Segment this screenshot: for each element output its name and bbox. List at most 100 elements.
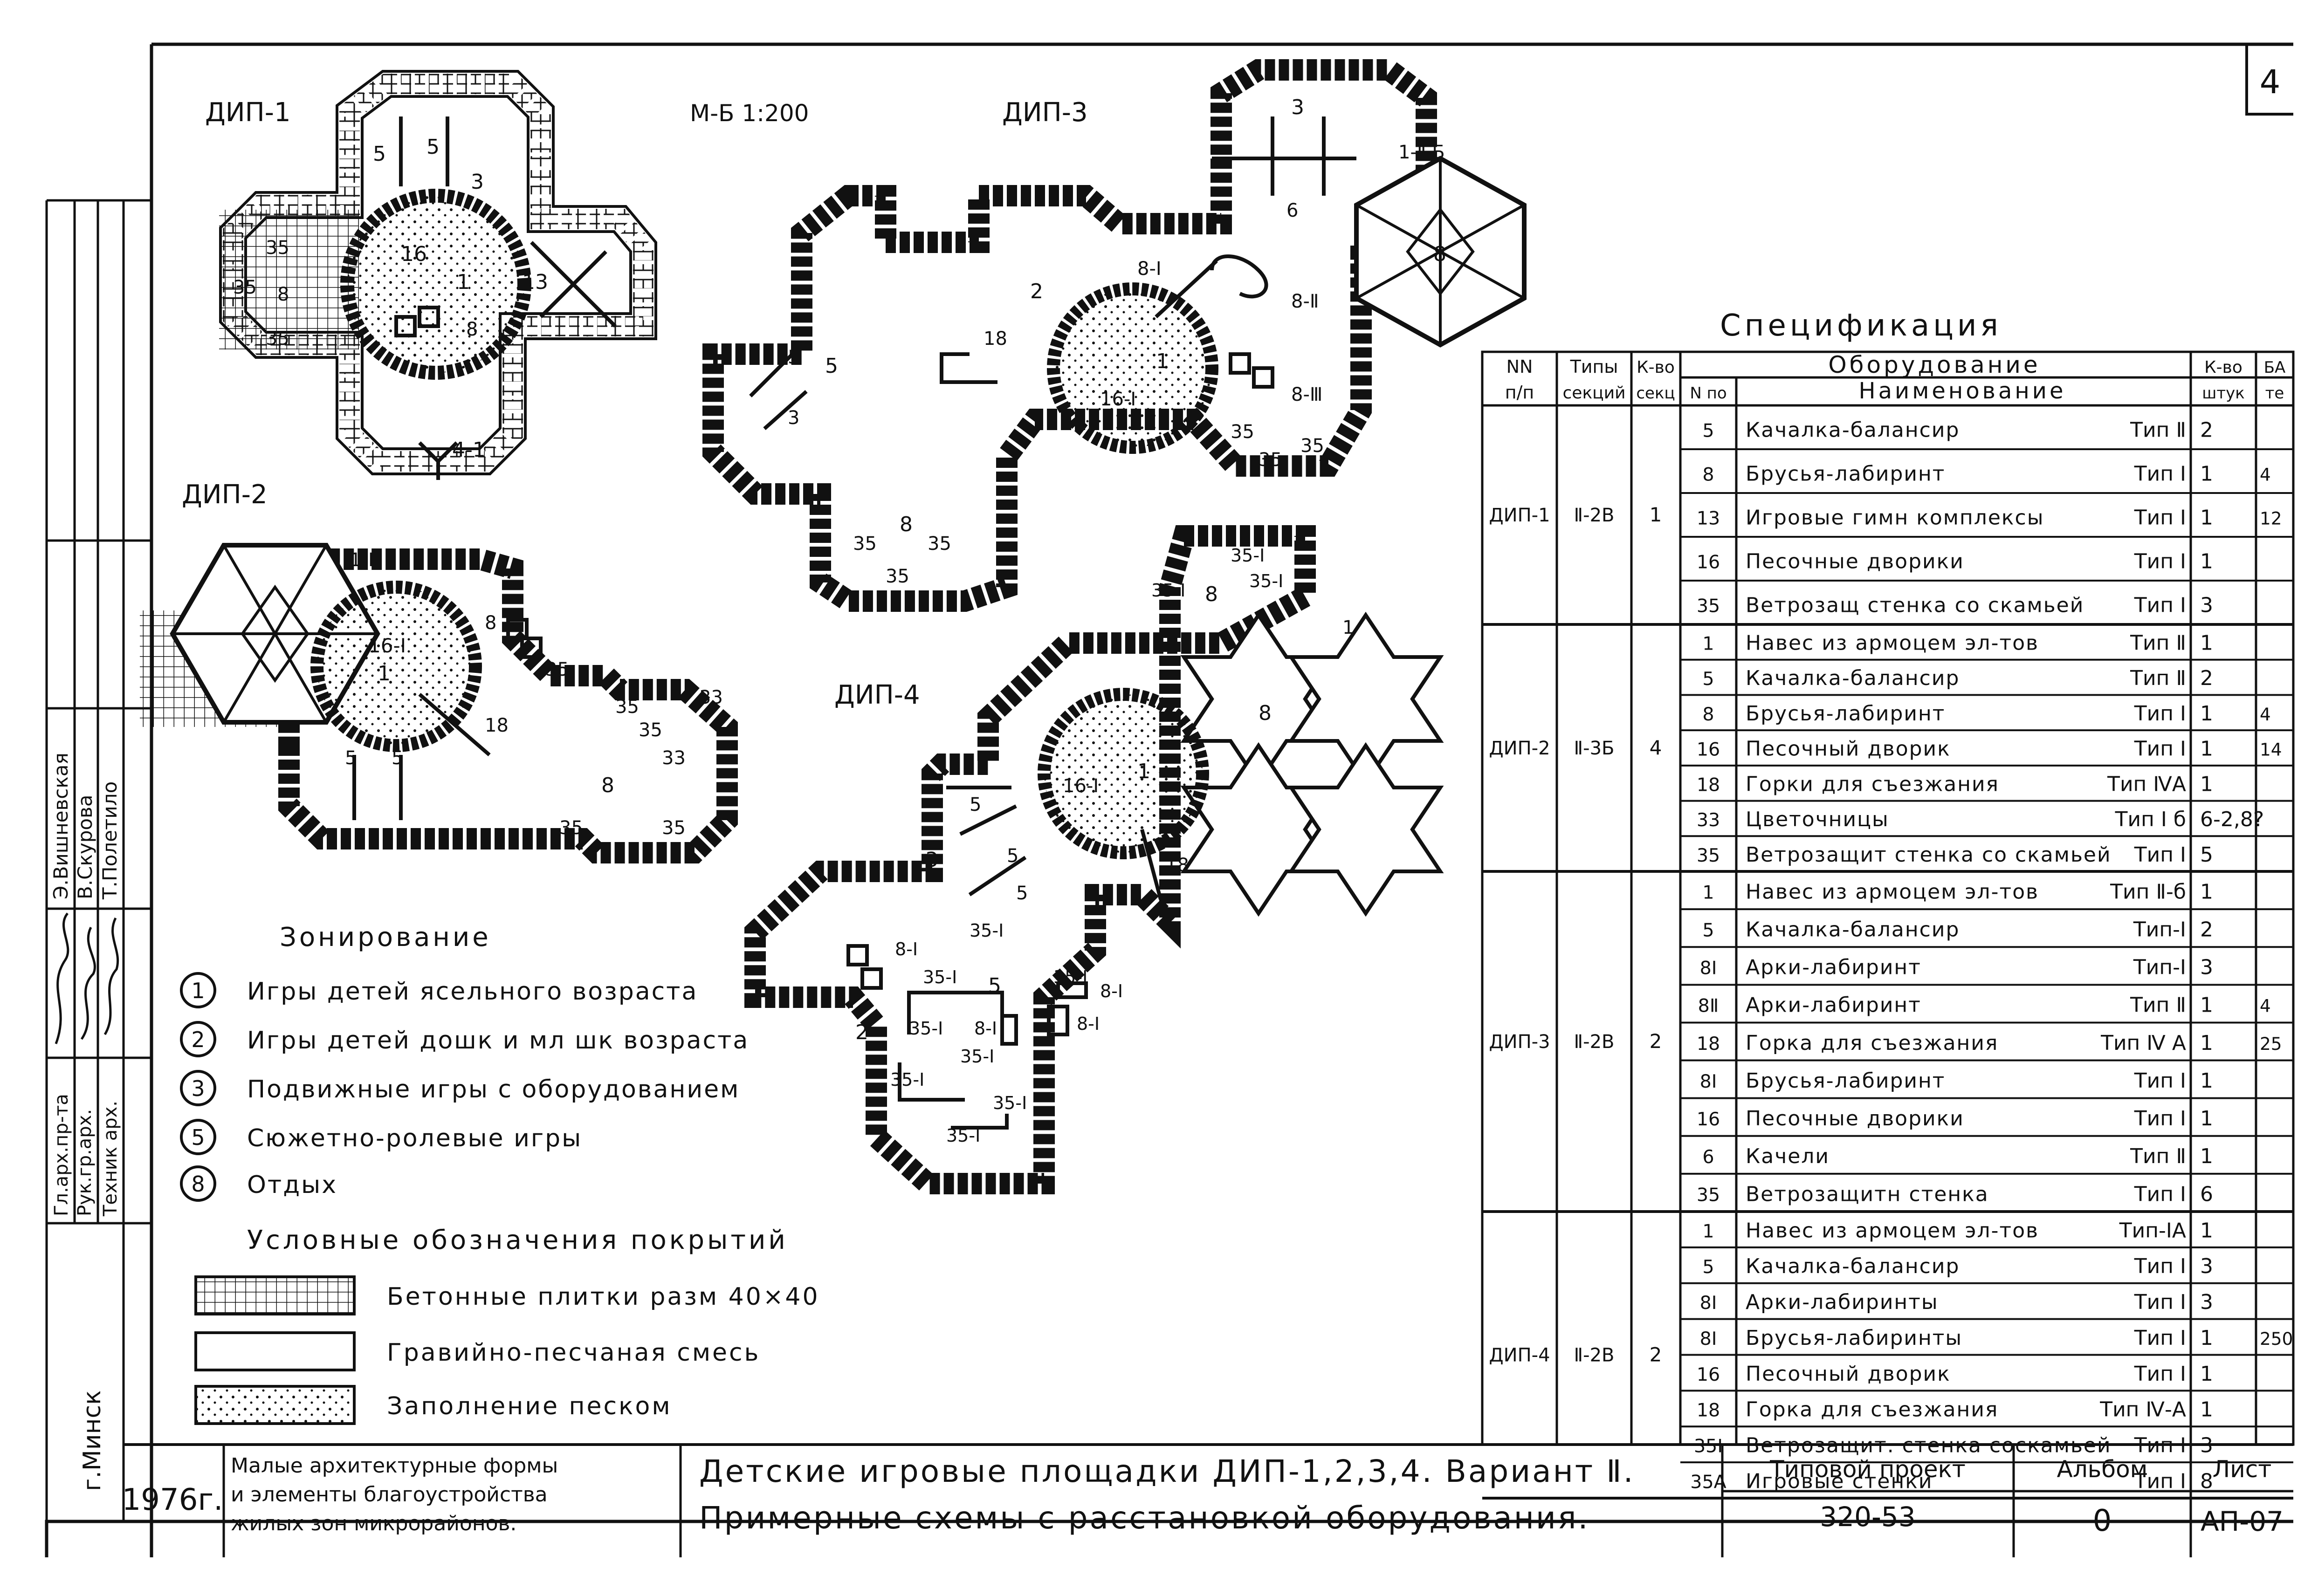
spec-row-name: Песочный дворик bbox=[1746, 1362, 1951, 1386]
dip4-label: 35-I bbox=[890, 1069, 924, 1090]
dip4-sandpit bbox=[1038, 688, 1209, 859]
dip1-label: 5 bbox=[373, 142, 386, 166]
dip2-label: 18 bbox=[485, 715, 509, 736]
dip3-label: 35 bbox=[886, 566, 909, 587]
spec-row-qty: 1 bbox=[2200, 506, 2213, 530]
series-line-1: Малые архитектурные формы bbox=[231, 1454, 558, 1478]
spec-header-np: п/п bbox=[1505, 382, 1534, 403]
spec-row-type: Тип Ⅱ bbox=[2130, 631, 2186, 655]
spec-row-type: Тип Ⅱ bbox=[2130, 993, 2186, 1017]
spec-header-kvo: К-во bbox=[1637, 358, 1675, 377]
spec-row-qty: 6 bbox=[2200, 1182, 2213, 1206]
dip1-label: 35 bbox=[266, 237, 289, 259]
dip3-label: 35 bbox=[853, 533, 877, 555]
sheet-value: АП-07 bbox=[2201, 1506, 2284, 1537]
spec-row-number: 1 bbox=[1702, 1220, 1714, 1242]
stamp-role-2: Рук.гр.арх. bbox=[74, 1109, 96, 1216]
dip4-label: 35-I bbox=[1249, 571, 1283, 591]
spec-row-qty: 3 bbox=[2200, 1254, 2213, 1278]
spec-row-type: Тип I bbox=[2134, 1069, 2186, 1093]
spec-header-last: БА bbox=[2264, 358, 2286, 377]
zoning-item-1: 1 Игры детей ясельного возраста bbox=[180, 972, 696, 1008]
dip3-label: 5 bbox=[788, 347, 799, 368]
spec-title: Спецификация bbox=[1720, 308, 2002, 343]
stamp-name-2: В.Скурова bbox=[74, 795, 96, 899]
album-label: Альбом bbox=[2057, 1456, 2148, 1483]
dip2-label: 5 bbox=[345, 747, 357, 769]
spec-row-qty: 2 bbox=[2200, 418, 2213, 442]
dip1-label: 35 bbox=[266, 328, 289, 349]
spec-row-name: Горка для съезжания bbox=[1746, 1031, 1998, 1055]
dip2-label: 33 bbox=[699, 687, 723, 708]
spec-row-number: 8 bbox=[1702, 704, 1714, 725]
dip3-title: ДИП-3 bbox=[1002, 97, 1088, 128]
spec-row-qty: 1 bbox=[2200, 1362, 2213, 1386]
spec-row-name: Навес из армоцем эл-тов bbox=[1746, 631, 2039, 655]
spec-row-qty: 1 bbox=[2200, 702, 2213, 726]
dip3-label: 18 bbox=[984, 328, 1007, 349]
spec-row-qty: 1 bbox=[2200, 462, 2213, 486]
spec-row-extra: 4 bbox=[2260, 465, 2271, 485]
dip4-label: 16-I bbox=[1063, 775, 1099, 797]
spec-row-number: 8I bbox=[1700, 1292, 1717, 1314]
coverage-text: Заполнение песком bbox=[387, 1392, 672, 1420]
swatch-concrete-tiles bbox=[194, 1275, 356, 1315]
spec-row-extra: 12 bbox=[2260, 508, 2282, 529]
dip4-label: 35-I bbox=[923, 967, 957, 987]
spec-row-extra: 4 bbox=[2260, 704, 2271, 725]
spec-group-type: Ⅱ-2В bbox=[1574, 1345, 1614, 1366]
title-block: 1976г. Малые архитектурные формы и элеме… bbox=[122, 1443, 2293, 1557]
spec-row-number: 8I bbox=[1700, 1328, 1717, 1349]
dip4-label: 8-I bbox=[1077, 1014, 1100, 1034]
site-dip2: ДИП-2 1-Ⅱ 16-I 1 8 35 18 5 5 35 35 33 8 … bbox=[140, 479, 738, 863]
spec-row-extra: 25 bbox=[2260, 1034, 2282, 1054]
spec-row-number: 18 bbox=[1697, 774, 1720, 795]
spec-row-number: 35 bbox=[1697, 1184, 1720, 1206]
spec-row-type: Тип I б bbox=[2115, 808, 2186, 831]
dip4-canopies bbox=[1180, 611, 1444, 917]
spec-row-qty: 1 bbox=[2200, 1326, 2213, 1350]
dip3-label: 35 bbox=[1300, 435, 1324, 457]
spec-row-type: Тип Ⅱ bbox=[2130, 1144, 2186, 1168]
spec-row-number: 13 bbox=[1697, 508, 1720, 529]
dip1-label: 8 bbox=[466, 319, 478, 340]
dip4-label: 1 bbox=[1137, 760, 1150, 783]
dip4-label: 5 bbox=[1007, 845, 1018, 867]
album-value: 0 bbox=[2093, 1504, 2112, 1538]
spec-row-name: Брусья-лабиринты bbox=[1746, 1326, 1962, 1350]
spec-row-name: Игровые гимн комплексы bbox=[1746, 506, 2044, 530]
dip3-label: 1 bbox=[1156, 349, 1169, 373]
spec-header-qty: К-во bbox=[2204, 358, 2242, 377]
spec-row-number: 1 bbox=[1702, 633, 1714, 655]
zoning-item-5: 5 Сюжетно-ролевые игры bbox=[180, 1119, 581, 1155]
spec-row-name: Навес из армоцем эл-тов bbox=[1746, 880, 2039, 904]
dip4-label: 35-I bbox=[946, 1125, 980, 1146]
spec-row-name: Качалка-балансир bbox=[1746, 418, 1960, 442]
spec-row-type: Тип ⅣА bbox=[2107, 772, 2186, 796]
project-value: 320-53 bbox=[1820, 1501, 1915, 1533]
dip1-label: 1 bbox=[457, 270, 470, 294]
spec-row-number: 16 bbox=[1697, 552, 1720, 573]
spec-header-types2: секций bbox=[1563, 384, 1626, 403]
swatch-sand-fill bbox=[194, 1385, 356, 1425]
stamp-name-3: Т.Полетило bbox=[98, 781, 121, 900]
spec-row-name: Песочные дворики bbox=[1746, 550, 1964, 574]
spec-row-type: Тип Ⅳ-А bbox=[2099, 1398, 2186, 1422]
series-line-2: и элементы благоустройства bbox=[231, 1483, 548, 1507]
dip1-label: 13 bbox=[522, 270, 548, 294]
spec-row-name: Игровые стенки bbox=[1746, 1469, 1933, 1493]
drawing-title-2: Примерные схемы с расстановкой оборудова… bbox=[699, 1500, 1590, 1536]
spec-row-qty: 6-2,8? bbox=[2200, 808, 2264, 831]
spec-row-name: Арки-лабиринт bbox=[1746, 956, 1921, 980]
dip4-label: 1 bbox=[1342, 617, 1354, 638]
spec-group-count: 1 bbox=[1650, 503, 1662, 526]
dip3-label: 16-I bbox=[1100, 389, 1136, 410]
signature-3 bbox=[103, 917, 119, 1035]
zoning-text: Подвижные игры с оборудованием bbox=[247, 1075, 740, 1103]
spec-row-qty: 1 bbox=[2200, 550, 2213, 574]
spec-row-qty: 3 bbox=[2200, 1290, 2213, 1314]
dip4-label: 8 bbox=[1205, 582, 1218, 606]
stamp-name-1: Э.Вишневская bbox=[49, 753, 72, 899]
spec-header-last2: те bbox=[2265, 384, 2284, 403]
